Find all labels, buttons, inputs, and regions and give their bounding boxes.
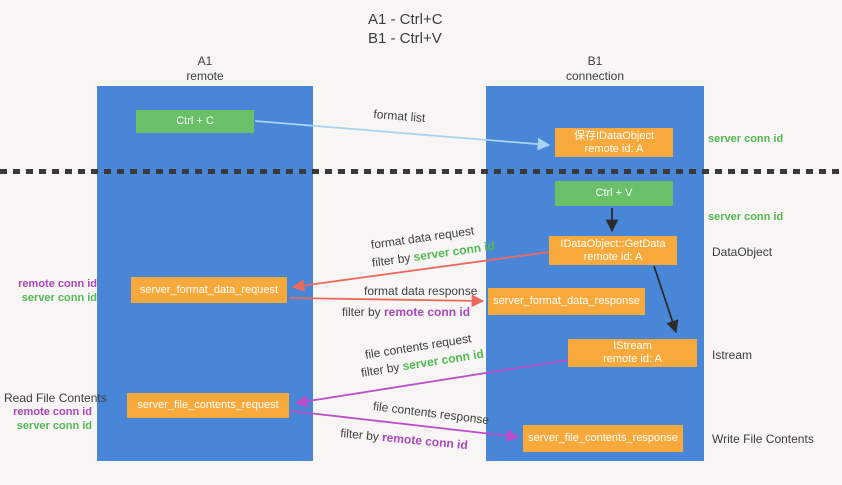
filter-by-remote-conn-id-label-2: filter by remote conn id bbox=[340, 426, 469, 452]
node-getdata-title: IDataObject::GetData bbox=[560, 237, 666, 250]
left-conn-id-annotation-bottom: remote conn id server conn id bbox=[8, 406, 92, 433]
node-idataobject-getdata: IDataObject::GetData remote id: A bbox=[549, 236, 677, 265]
istream-annotation: Istream bbox=[712, 348, 753, 362]
format-data-response-label: format data response bbox=[364, 284, 478, 298]
node-ctrl-v: Ctrl + V bbox=[555, 181, 673, 206]
filter-prefix: filter by bbox=[339, 426, 383, 444]
remote-conn-id-annotation: remote conn id bbox=[13, 406, 92, 418]
node-save-idataobject-remote-id: remote id: A bbox=[584, 142, 644, 155]
node-server-format-data-response: server_format_data_response bbox=[488, 288, 645, 315]
lifeline-b1-role: connection bbox=[565, 69, 625, 83]
read-file-contents-annotation: Read File Contents bbox=[4, 391, 107, 405]
left-conn-id-annotation-mid: remote conn id server conn id bbox=[8, 278, 97, 305]
phase-separator-dashed-line bbox=[0, 169, 842, 174]
dataobject-annotation: DataObject bbox=[712, 245, 773, 259]
node-ctrl-c: Ctrl + C bbox=[136, 110, 254, 133]
remote-conn-id-highlight: remote conn id bbox=[384, 305, 471, 319]
server-conn-id-annotation-mid: server conn id bbox=[708, 211, 784, 223]
node-istream: IStream remote id: A bbox=[568, 339, 697, 367]
node-server-file-contents-response: server_file_contents_response bbox=[523, 425, 683, 452]
format-list-label: format list bbox=[372, 107, 426, 126]
node-istream-title: IStream bbox=[613, 340, 652, 352]
node-save-idataobject: 保存IDataObject remote id: A bbox=[555, 128, 673, 157]
lifeline-b1-name: B1 bbox=[587, 54, 603, 68]
node-server-format-data-request: server_format_data_request bbox=[131, 277, 287, 303]
format-data-response-arrow bbox=[288, 294, 485, 308]
lifeline-b1-header: B1 connection bbox=[486, 54, 704, 84]
title-line-1: A1 - Ctrl+C bbox=[368, 11, 443, 28]
remote-conn-id-highlight: remote conn id bbox=[381, 430, 469, 453]
lifeline-a1-role: remote bbox=[186, 69, 224, 83]
write-file-contents-annotation: Write File Contents bbox=[712, 432, 814, 446]
server-conn-id-annotation: server conn id bbox=[21, 291, 97, 304]
lifeline-a1-name: A1 bbox=[197, 54, 213, 68]
diagram-title: A1 - Ctrl+C B1 - Ctrl+V bbox=[368, 10, 443, 48]
filter-prefix: filter by bbox=[342, 305, 385, 319]
filter-by-remote-conn-id-label-1: filter by remote conn id bbox=[342, 305, 470, 319]
title-line-2: B1 - Ctrl+V bbox=[368, 30, 442, 47]
file-contents-response-label: file contents response bbox=[372, 399, 490, 428]
node-save-idataobject-title: 保存IDataObject bbox=[573, 129, 655, 142]
lifeline-a1-header: A1 remote bbox=[97, 54, 313, 84]
server-conn-id-annotation-top: server conn id bbox=[708, 133, 784, 145]
remote-conn-id-annotation: remote conn id bbox=[18, 278, 97, 290]
filter-prefix: filter by bbox=[371, 250, 415, 270]
node-getdata-remote-id: remote id: A bbox=[583, 250, 643, 263]
server-conn-id-annotation: server conn id bbox=[16, 419, 92, 432]
filter-prefix: filter by bbox=[360, 359, 404, 380]
node-istream-remote-id: remote id: A bbox=[603, 353, 662, 365]
node-server-file-contents-request: server_file_contents_request bbox=[127, 393, 289, 418]
